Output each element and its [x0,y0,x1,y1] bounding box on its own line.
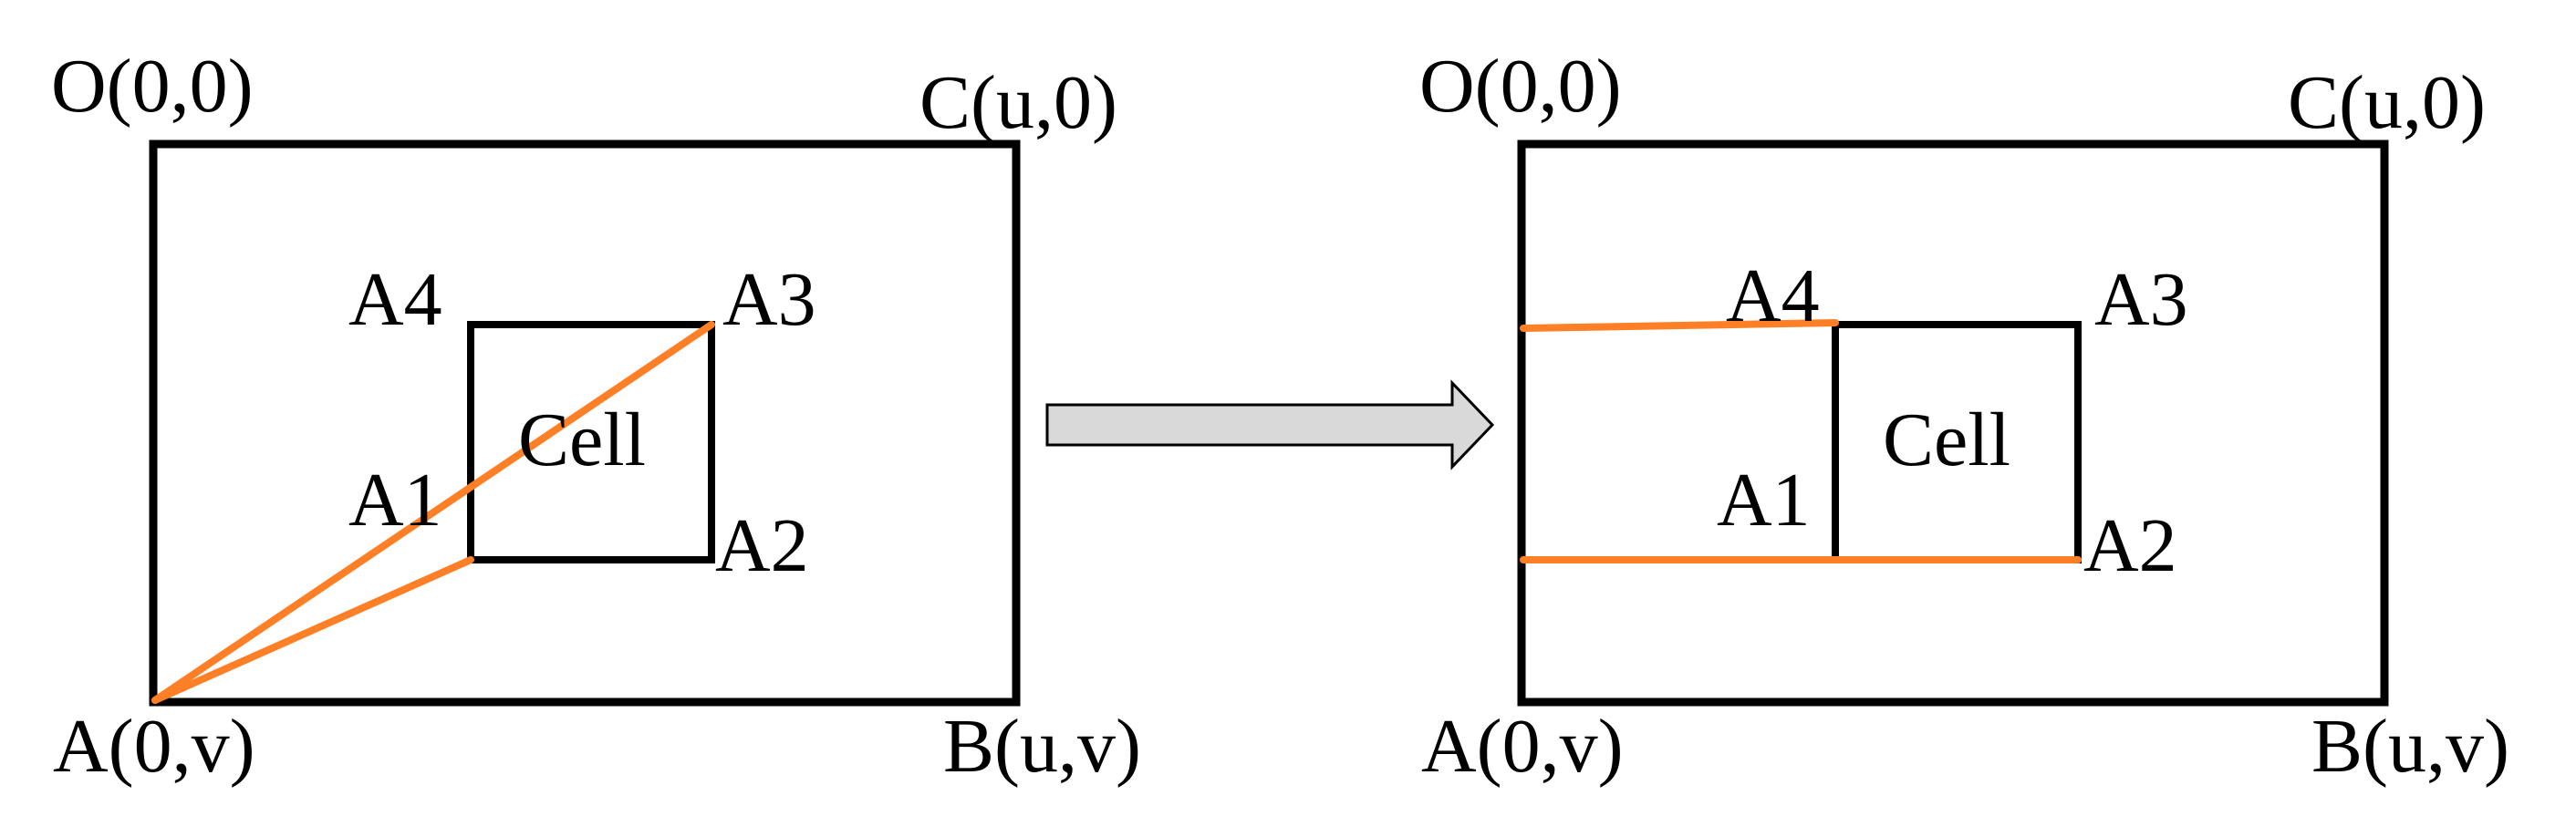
left-label-a: A(0,v) [53,704,255,789]
right-label-a: A(0,v) [1421,704,1624,789]
left-label-a3: A3 [722,257,816,342]
left-outer-frame [149,140,1021,707]
right-label-c: C(u,0) [2288,60,2486,145]
right-label-b: B(u,v) [2311,704,2509,789]
right-label-a2: A2 [2083,503,2177,588]
left-label-a4: A4 [348,257,442,342]
left-label-a1: A1 [348,458,442,542]
right-label-a4: A4 [1726,253,1820,338]
left-label-c: C(u,0) [919,60,1117,145]
left-panel: O(0,0) C(u,0) A(0,v) B(u,v) A4 A3 A1 A2 … [51,44,1141,789]
left-label-a2: A2 [715,503,809,588]
left-ray-to-a1 [151,556,474,704]
left-label-b: B(u,v) [943,704,1141,789]
right-label-a1: A1 [1717,458,1811,542]
right-ray-top [1520,319,1839,332]
right-label-o: O(0,0) [1419,44,1622,129]
left-cell-box [467,321,715,563]
left-cell-label: Cell [518,398,646,482]
left-ray-to-a3 [151,321,715,704]
right-panel: O(0,0) C(u,0) A(0,v) B(u,v) A4 A3 A1 A2 … [1419,44,2509,789]
right-arrow-icon [1045,379,1495,470]
right-outer-frame [1517,140,2389,707]
right-cell-label: Cell [1883,398,2010,482]
right-label-a3: A3 [2094,257,2188,342]
left-label-o: O(0,0) [51,44,254,129]
